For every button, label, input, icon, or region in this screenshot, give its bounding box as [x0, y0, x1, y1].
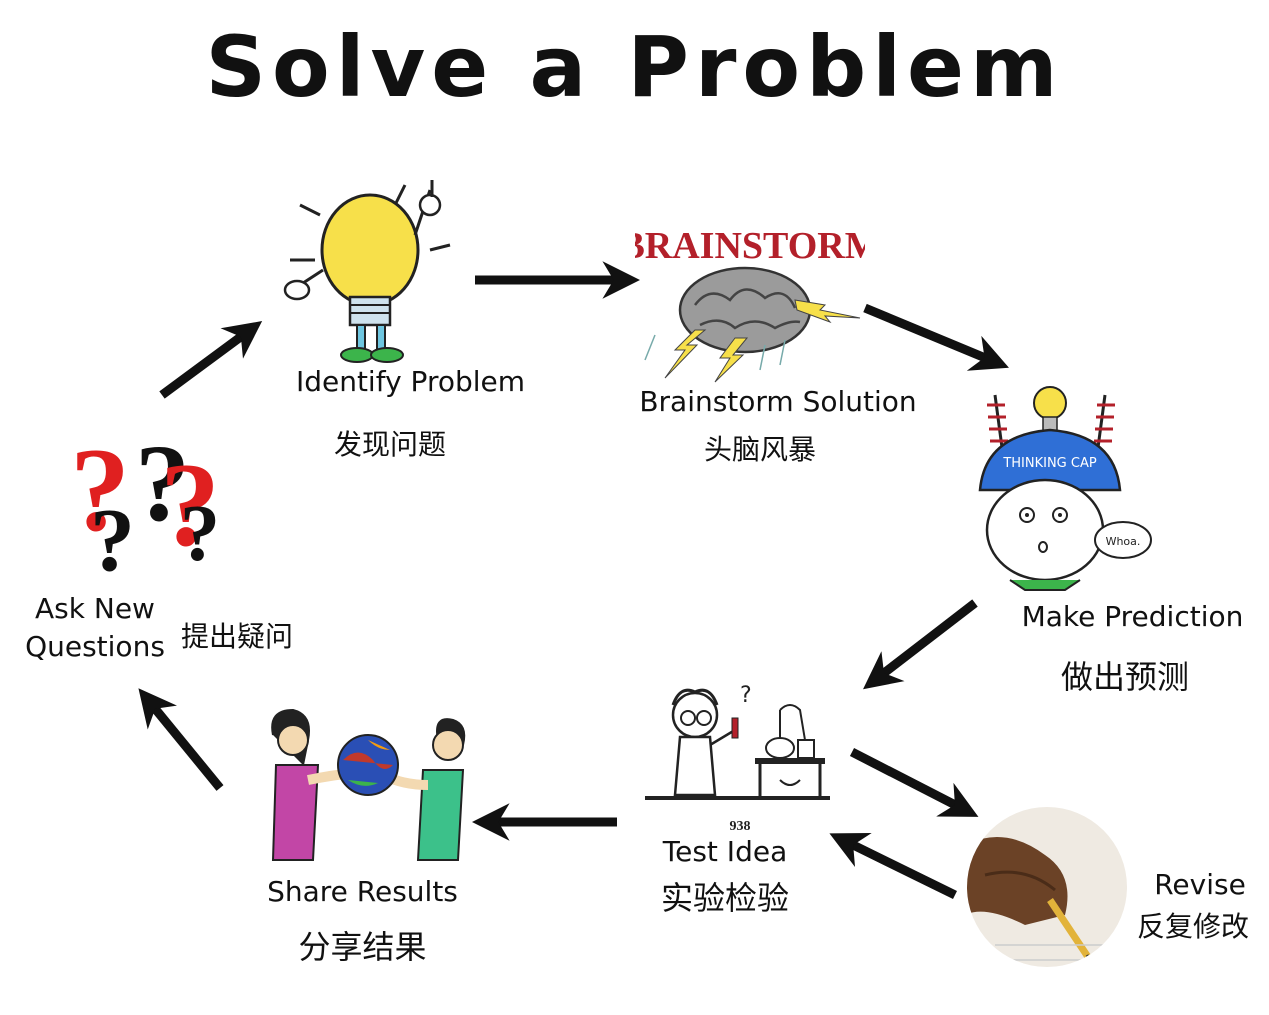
test-zh-label: 实验检验	[660, 879, 789, 917]
brainstorm-banner: BRAINSTORM	[635, 225, 865, 267]
arrow-share-to-ask	[138, 688, 224, 791]
diagram-title: Solve a Problem	[205, 18, 1064, 116]
brainstorm-zh-label: 头脑风暴	[703, 433, 816, 466]
arrow-brainstorm-to-predict	[863, 303, 1009, 371]
svg-text:?: ?	[90, 491, 135, 585]
storm-brain-icon: BRAINSTORM	[635, 225, 865, 383]
whoa-bubble: Whoa.	[1106, 535, 1141, 548]
writing-hand-icon	[967, 807, 1127, 967]
identify-zh-label: 发现问题	[333, 428, 446, 461]
test-label: Test Idea	[662, 835, 788, 868]
ask-label-line2: Questions	[25, 630, 165, 663]
revise-label: Revise	[1154, 868, 1246, 901]
svg-text:?: ?	[160, 438, 220, 571]
svg-text:?: ?	[180, 490, 220, 578]
svg-text:?: ?	[740, 683, 752, 708]
svg-text:?: ?	[135, 422, 190, 544]
arrow-test-to-revise	[849, 747, 979, 817]
test-number: 938	[730, 819, 751, 834]
share-label: Share Results	[267, 875, 458, 908]
ask-zh-label: 提出疑问	[180, 620, 293, 653]
arrow-revise-to-test	[829, 833, 957, 900]
ask-label-line1: Ask New	[35, 592, 155, 625]
svg-text:?: ?	[70, 423, 130, 556]
lightbulb-character-icon	[283, 180, 451, 363]
sharing-globe-icon	[271, 708, 466, 861]
thinking-cap-icon: THINKING CAP Whoa.	[978, 386, 1152, 591]
share-zh-label: 分享结果	[298, 928, 427, 966]
revise-zh-label: 反复修改	[1136, 910, 1249, 943]
predict-zh-label: 做出预测	[1060, 658, 1189, 696]
brainstorm-label: Brainstorm Solution	[639, 385, 917, 418]
identify-label: Identify Problem	[295, 365, 526, 398]
question-marks-icon: ? ? ? ? ?	[70, 422, 220, 585]
predict-label: Make Prediction	[1021, 600, 1244, 633]
arrow-predict-to-test	[863, 599, 978, 690]
arrow-ask-to-identify	[159, 321, 263, 399]
cap-text: THINKING CAP	[1002, 456, 1097, 471]
scientist-lab-icon: ? 938	[645, 683, 830, 834]
